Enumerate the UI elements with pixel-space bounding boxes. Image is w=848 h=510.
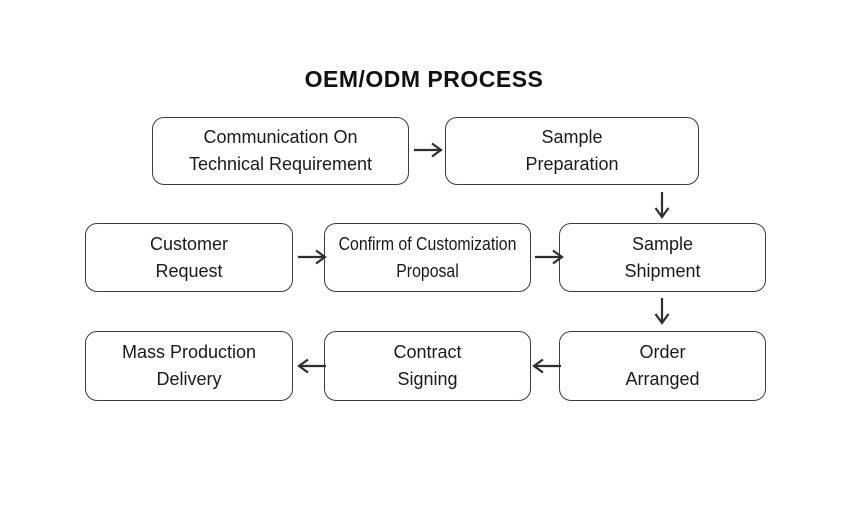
arrow-left-icon [531,356,563,376]
arrow-right-icon [533,247,565,267]
node-label-line: Contract [393,342,462,362]
node-label-line: Request [155,260,223,281]
arrow-down-icon [652,296,672,326]
page-title: OEM/ODM PROCESS [304,66,544,92]
node-label-line: Shipment [624,260,701,281]
flow-node-communication-on-technical-requirement: Communication On Technical Requirement [152,117,409,185]
flow-node-customer-request: Customer Request [85,223,293,292]
node-label-line: Sample [631,233,694,254]
node-label-line: Proposal [396,260,459,281]
node-label-line: Confirm of Customization [338,233,517,254]
arrow-right-icon [412,140,444,160]
node-label-line: Customer [149,233,229,254]
flow-node-order-arranged: Order Arranged [559,331,766,401]
node-label-line: Communication On [203,127,358,147]
flow-node-mass-production-delivery: Mass Production Delivery [85,331,293,401]
node-label-line: Delivery [156,369,222,389]
arrow-left-icon [296,356,328,376]
node-label-line: Preparation [525,154,619,174]
node-label-line: Mass Production [121,342,257,362]
flow-node-sample-shipment: Sample Shipment [559,223,766,292]
node-label-line: Sample [541,127,603,147]
flow-node-contract-signing: Contract Signing [324,331,531,401]
flow-node-sample-preparation: Sample Preparation [445,117,699,185]
node-label-line: Arranged [625,369,700,389]
node-label-line: Technical Requirement [188,154,373,174]
flow-node-confirm-of-customization-proposal: Confirm of Customization Proposal [324,223,531,292]
node-label-line: Order [639,342,686,362]
arrow-down-icon [652,190,672,220]
node-label-line: Signing [397,369,458,389]
arrow-right-icon [296,247,328,267]
